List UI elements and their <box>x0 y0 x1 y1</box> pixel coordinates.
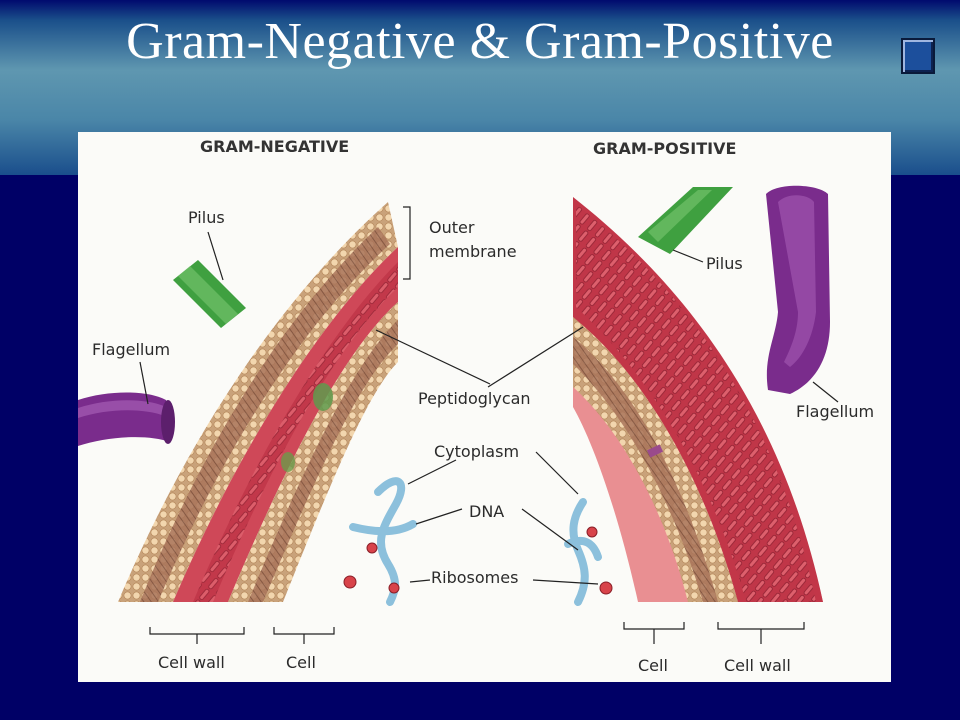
gn-flagellum-label: Flagellum <box>92 340 171 359</box>
ribosomes-dots <box>343 526 613 595</box>
gram-positive-heading: GRAM-POSITIVE <box>593 139 737 158</box>
gp-dna <box>564 498 602 606</box>
leader-lines <box>139 206 839 644</box>
gn-plasma-membrane-tails <box>248 320 398 602</box>
outer-membrane-label-line2: membrane <box>429 242 517 261</box>
dna-label: DNA <box>469 502 505 521</box>
gn-dna <box>349 477 417 606</box>
diagram-artwork <box>78 185 839 644</box>
cell-wall-diagram: GRAM-NEGATIVE GRAM-POSITIVE Pilus Flagel… <box>78 132 891 682</box>
gram-positive-envelope <box>573 197 823 602</box>
gram-negative-envelope <box>118 202 398 602</box>
gn-outer-membrane-tails <box>140 227 390 602</box>
gn-pilus-label: Pilus <box>188 208 225 227</box>
gp-flagellum <box>766 185 830 394</box>
gn-cell-label: Cell <box>286 653 316 672</box>
cytoplasm-label: Cytoplasm <box>434 442 520 461</box>
gn-protein-2 <box>281 452 295 472</box>
gp-peptidoglycan-texture <box>576 204 816 602</box>
gp-cell-label: Cell <box>638 656 668 675</box>
gram-negative-heading: GRAM-NEGATIVE <box>200 137 350 156</box>
nav-square-button[interactable] <box>901 38 935 74</box>
peptidoglycan-label: Peptidoglycan <box>418 389 531 408</box>
slide-title: Gram-Negative & Gram-Positive <box>126 13 834 70</box>
gn-peptidoglycan-texture <box>193 262 398 602</box>
ribosomes-label: Ribosomes <box>431 568 519 587</box>
gp-plasma-membrane-tails <box>573 337 718 602</box>
gn-pilus <box>173 260 246 328</box>
gp-cell-wall-label: Cell wall <box>724 656 791 675</box>
outer-membrane-label-line1: Outer <box>429 218 475 237</box>
gp-pilus-label: Pilus <box>706 254 743 273</box>
gn-cell-wall-label: Cell wall <box>158 653 225 672</box>
gn-protein-1 <box>313 383 333 411</box>
gp-flagellum-label: Flagellum <box>796 402 875 421</box>
gp-pilus <box>638 187 733 254</box>
gp-protein <box>646 444 664 458</box>
gn-flagellum <box>78 392 175 446</box>
